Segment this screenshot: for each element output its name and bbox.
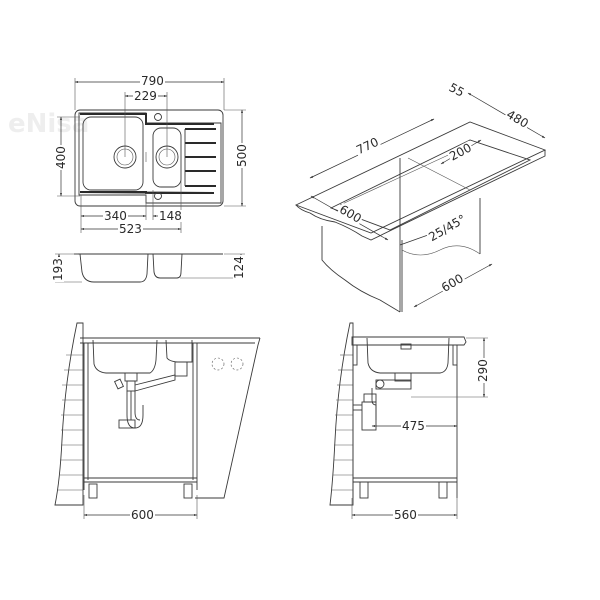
siphon-pipes — [353, 372, 412, 431]
cabinet-leg — [88, 483, 98, 499]
small-bowl-profile — [152, 253, 183, 279]
sink-outline — [74, 109, 224, 207]
dim-small-bowl-width: 148 — [158, 209, 183, 223]
main-bowl-profile — [79, 253, 149, 283]
dim-main-bowl-width: 340 — [103, 209, 128, 223]
tap-hole-icon — [230, 357, 244, 371]
rim-edge — [79, 113, 215, 194]
bowl-section — [366, 337, 450, 374]
dim-drain-offset: 475 — [401, 419, 426, 433]
cabinet-leg — [438, 481, 448, 499]
siphon-pipes — [113, 361, 188, 429]
overflow-icon — [400, 343, 412, 350]
brick-wall — [329, 322, 354, 506]
tap-hole-icon — [154, 113, 162, 121]
cabinet-leg — [183, 483, 193, 499]
side-install-view — [329, 322, 488, 519]
isometric-view — [294, 92, 547, 313]
top-view — [57, 78, 246, 233]
main-bowl — [82, 116, 144, 191]
cabinet-leg — [359, 481, 369, 499]
dim-main-bowl-height: 193 — [51, 257, 65, 282]
watermark: eNisa — [8, 109, 89, 139]
tap-hole-icon — [211, 357, 225, 371]
dim-bowl-center-distance: 229 — [133, 89, 158, 103]
dim-front-cabinet-width: 600 — [130, 508, 155, 522]
front-install-view — [54, 322, 261, 519]
dim-side-cabinet-depth: 560 — [393, 508, 418, 522]
countertop-cutaway — [195, 337, 261, 499]
dim-overall-depth: 500 — [235, 143, 249, 168]
main-bowl-section — [92, 339, 158, 374]
dim-side-bowl-depth: 290 — [476, 358, 490, 383]
dim-small-bowl-height: 124 — [232, 255, 246, 280]
dim-overall-width: 790 — [140, 74, 165, 88]
side-profile — [55, 253, 245, 283]
tap-hole-icon — [154, 192, 162, 200]
dim-bowls-total-width: 523 — [118, 222, 143, 236]
brick-wall — [54, 322, 84, 506]
drainer-ribs — [184, 128, 216, 187]
dim-bowl-depth: 400 — [54, 145, 68, 170]
